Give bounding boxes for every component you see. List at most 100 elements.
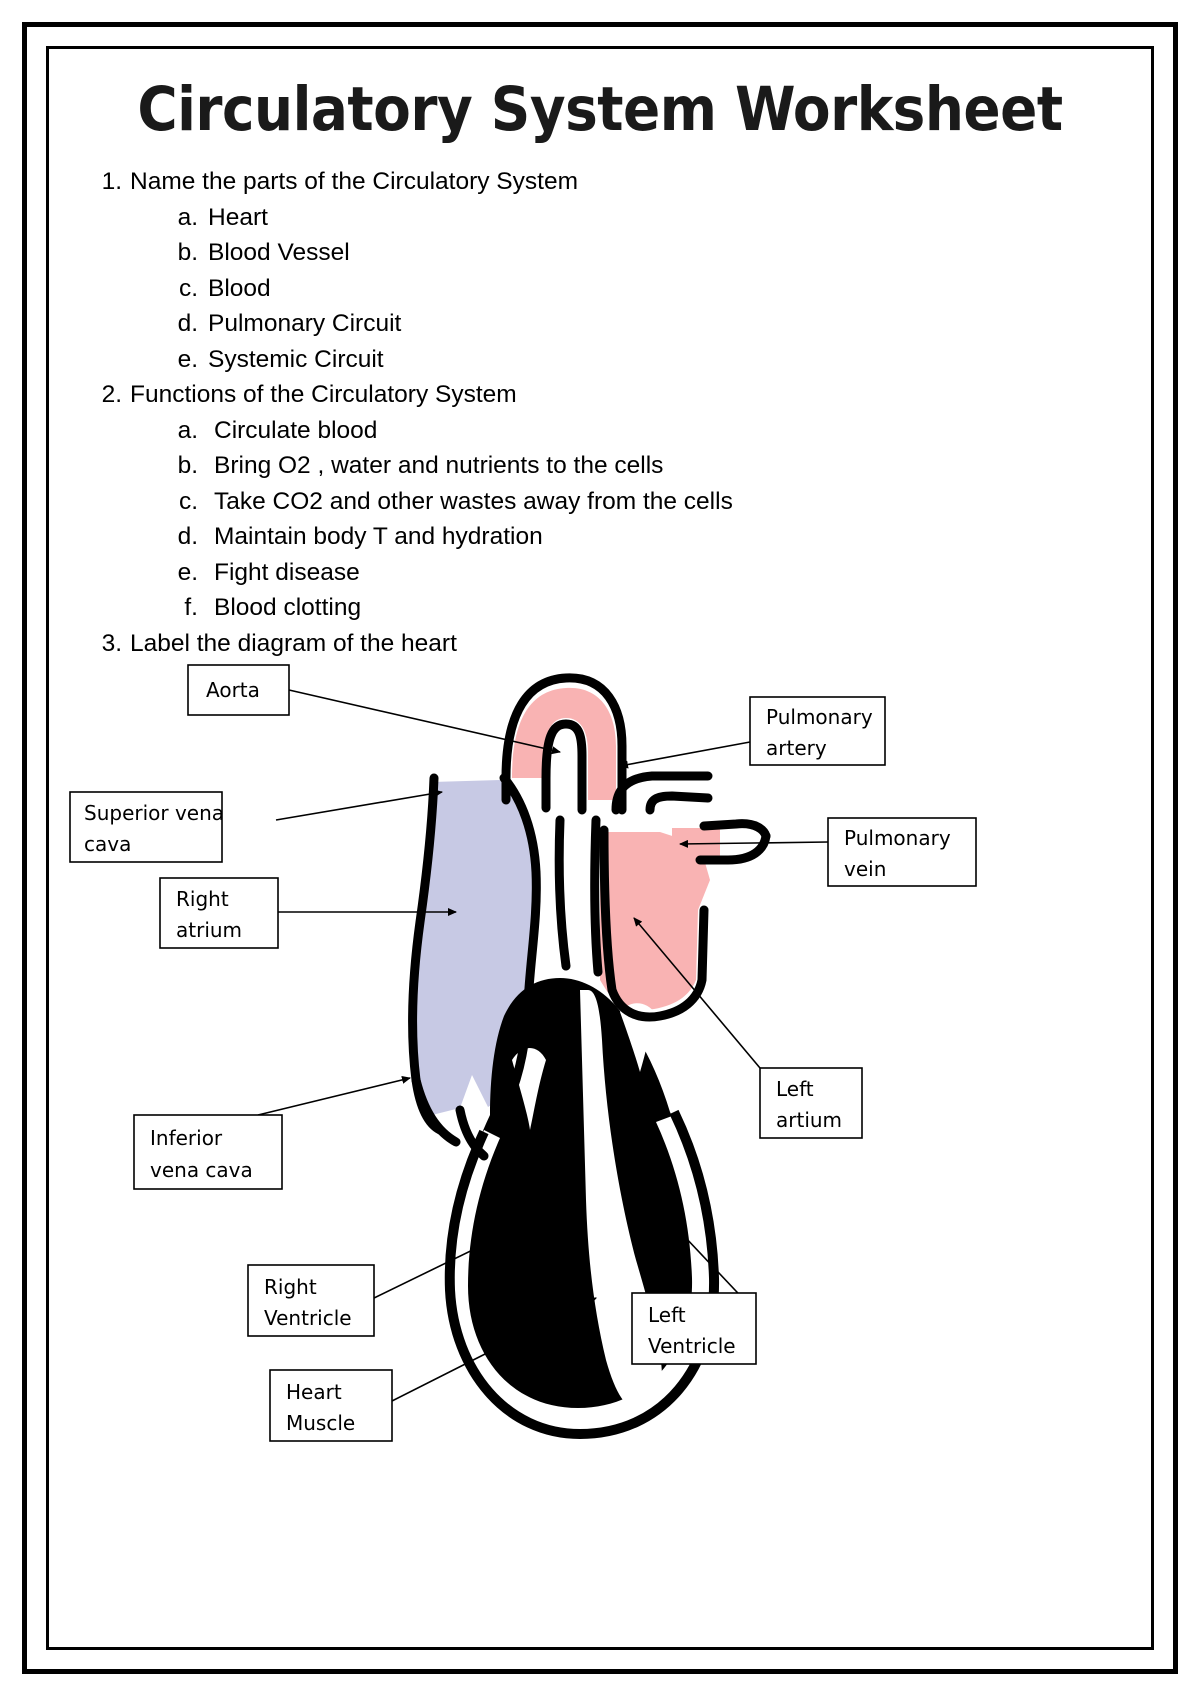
page-border-inner (46, 46, 1154, 1650)
label-text: Right (176, 887, 229, 911)
heart-illustration (408, 673, 771, 1440)
subitem-marker: a. (177, 416, 198, 444)
page-border-outer (22, 22, 1178, 1674)
list-item: b. Blood Vessel (178, 235, 1140, 271)
label-text: Inferior (150, 1126, 223, 1150)
question-text: Label the diagram of the heart (130, 629, 457, 657)
heart-anatomy-diagram: Aorta Pulmonary artery Superior vena cav… (60, 660, 1140, 1490)
left-atrium-outline (599, 825, 709, 1022)
worksheet-content: Circulatory System Worksheet 1. Name the… (60, 60, 1140, 1636)
pulmonary-artery-outline-left (554, 815, 571, 971)
subitem-marker: b. (177, 239, 198, 267)
subitem-text: Take CO2 and other wastes away from the … (214, 487, 733, 515)
label-text: Pulmonary (844, 826, 951, 850)
label-text: Muscle (286, 1411, 355, 1435)
subitem-marker: e. (177, 345, 198, 373)
question-item-3: 3. Label the diagram of the heart (102, 626, 1140, 662)
leader-superior-vena-cava (275, 789, 443, 821)
label-box-pulmonary-artery[interactable]: Pulmonary artery (749, 696, 886, 766)
pulmonary-artery-outline-right (590, 815, 603, 977)
label-text: Superior vena (84, 801, 224, 825)
inferior-vena-cava-outline (411, 1075, 461, 1147)
leader-lines (257, 689, 829, 1403)
subitem-marker: d. (177, 523, 198, 551)
pulmonary-vein-outline-2 (699, 819, 771, 841)
question-marker: 1. (101, 168, 122, 196)
subitem-text: Blood clotting (214, 594, 362, 622)
label-text: artium (776, 1108, 842, 1132)
leader-heart-muscle (389, 1297, 597, 1403)
aorta-outline-outer (501, 673, 627, 815)
leader-left-ventricle (649, 1199, 753, 1309)
label-box-right-ventricle[interactable]: Right Ventricle (247, 1264, 375, 1337)
label-text: Right (264, 1275, 317, 1299)
list-item: b. Bring O2 , water and nutrients to the… (178, 448, 1140, 484)
list-item: a. Heart (178, 200, 1140, 236)
label-text: atrium (176, 918, 242, 942)
subitem-text: Systemic Circuit (208, 345, 384, 373)
subitem-text: Fight disease (214, 558, 360, 586)
question-marker: 3. (101, 629, 122, 657)
subitem-text: Heart (208, 203, 268, 231)
subitem-marker: f. (184, 594, 198, 622)
question-2-subitems: a. Circulate blood b. Bring O2 , water a… (130, 413, 1140, 626)
question-text: Functions of the Circulatory System (130, 381, 517, 409)
subitem-marker: e. (177, 558, 198, 586)
list-item: e. Systemic Circuit (178, 342, 1140, 378)
inferior-vena-cava-prong (455, 1105, 489, 1161)
label-text: Ventricle (648, 1334, 736, 1358)
leader-inferior-vena-cava (257, 1076, 411, 1116)
label-text: cava (84, 832, 131, 856)
label-box-inferior-vena-cava[interactable]: Inferior vena cava (133, 1114, 283, 1190)
list-item: c. Blood (179, 271, 1140, 307)
list-item: f. Blood clotting (184, 590, 1140, 626)
page-title: Circulatory System Worksheet (137, 74, 1063, 145)
leader-pulmonary-artery (619, 741, 751, 769)
label-box-heart-muscle[interactable]: Heart Muscle (269, 1369, 393, 1442)
subitem-marker: c. (178, 487, 198, 515)
pulmonary-artery-branch (611, 771, 713, 815)
right-atrium-outline (499, 773, 541, 1115)
subitem-text: Maintain body T and hydration (214, 523, 543, 551)
label-box-pulmonary-vein[interactable]: Pulmonary vein (827, 817, 977, 887)
label-text: Heart (286, 1380, 342, 1404)
list-item: e. Fight disease (178, 555, 1140, 591)
label-box-superior-vena-cava[interactable]: Superior vena cava (69, 791, 224, 863)
question-item-1: 1. Name the parts of the Circulatory Sys… (102, 164, 1140, 378)
list-item: c. Take CO2 and other wastes away from t… (179, 484, 1140, 520)
question-list: 1. Name the parts of the Circulatory Sys… (60, 164, 1140, 661)
label-text: Ventricle (264, 1306, 352, 1330)
label-text: vein (844, 857, 886, 881)
question-item-2: 2. Functions of the Circulatory System a… (102, 377, 1140, 626)
heart-outer-contour (444, 1109, 720, 1440)
list-item: d. Pulmonary Circuit (178, 306, 1140, 342)
label-box-left-ventricle[interactable]: Left Ventricle (631, 1292, 757, 1365)
label-text: Pulmonary (766, 705, 873, 729)
label-text: Aorta (206, 678, 260, 702)
leader-aorta (288, 689, 561, 755)
left-atrium-shape (600, 832, 710, 1011)
question-1-subitems: a. Heart b. Blood Vessel c. Blood d. Pul… (130, 200, 1140, 378)
subitem-text: Circulate blood (214, 416, 378, 444)
label-text: Left (776, 1077, 814, 1101)
list-item: a. Circulate blood (178, 413, 1140, 449)
subitem-marker: c. (178, 274, 198, 302)
label-box-right-atrium[interactable]: Right atrium (159, 877, 279, 949)
label-text: vena cava (150, 1158, 253, 1182)
subitem-text: Bring O2 , water and nutrients to the ce… (214, 452, 664, 480)
label-box-aorta[interactable]: Aorta (187, 664, 290, 716)
label-boxes: Aorta Pulmonary artery Superior vena cav… (69, 664, 977, 1442)
aorta-shape (512, 687, 616, 800)
subitem-text: Blood Vessel (208, 239, 350, 267)
subitem-text: Pulmonary Circuit (208, 310, 402, 338)
subitem-marker: a. (177, 203, 198, 231)
label-text: Left (648, 1303, 686, 1327)
question-text: Name the parts of the Circulatory System (130, 168, 578, 196)
aorta-outline-inner (541, 719, 587, 815)
question-marker: 2. (101, 381, 122, 409)
leader-pulmonary-vein (679, 839, 829, 848)
subitem-text: Blood (208, 274, 271, 302)
leader-left-atrium (633, 917, 761, 1069)
label-box-left-atrium[interactable]: Left artium (759, 1067, 863, 1139)
